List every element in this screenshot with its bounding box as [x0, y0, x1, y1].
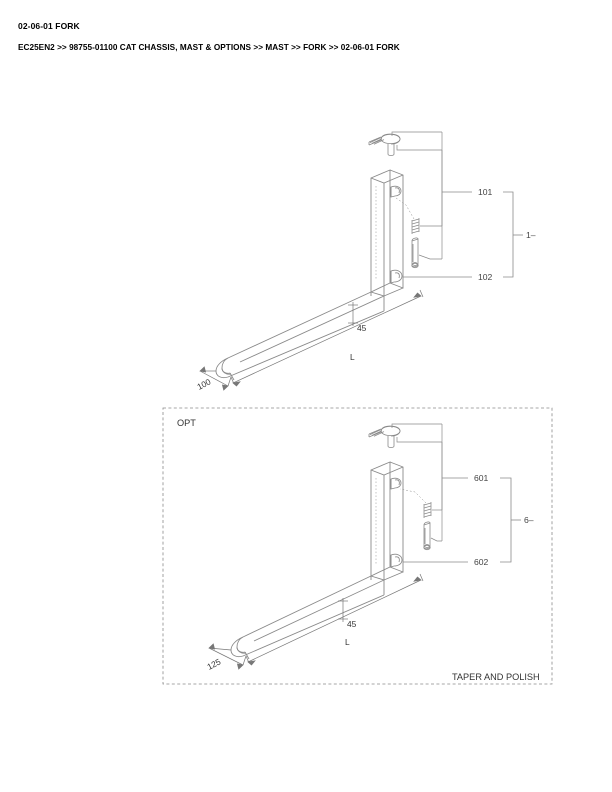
callout-label-102: 102	[478, 272, 493, 282]
spring-icon	[411, 218, 420, 234]
dimension-length-label: L	[350, 352, 355, 362]
callout-bus-opt	[403, 424, 468, 563]
leader-bolt-opt	[430, 537, 442, 542]
fork-blade-opt	[230, 575, 385, 660]
dimension-width-label: 100	[195, 376, 212, 391]
figure-standard-fork: 45 L 100	[195, 131, 536, 392]
dimension-width	[199, 366, 232, 391]
dimension-thickness	[348, 302, 358, 326]
spring-icon-opt	[423, 502, 432, 518]
leader-spring-to-shank	[395, 197, 415, 220]
group-label-6: 6–	[524, 515, 534, 525]
bolt-icon	[411, 237, 419, 269]
fork-blade	[215, 291, 385, 381]
callout-label-602: 602	[474, 557, 489, 567]
page-title: 02-06-01 FORK	[18, 21, 80, 31]
leader-bolt	[418, 254, 442, 260]
leader-pin	[391, 131, 442, 136]
group-bracket-opt	[500, 477, 521, 563]
upper-hook-bracket-opt	[390, 477, 402, 490]
locking-pin-icon	[368, 133, 401, 156]
bolt-icon-opt	[423, 521, 431, 551]
callout-bus	[403, 132, 472, 278]
callout-label-601: 601	[474, 473, 489, 483]
dimension-thickness-label-opt: 45	[347, 619, 357, 629]
fork-shank	[370, 169, 404, 297]
dimension-width-label-opt: 125	[205, 656, 222, 671]
optional-label: OPT	[177, 418, 196, 428]
group-bracket	[503, 191, 523, 278]
leader-pin-2-opt	[396, 437, 442, 443]
leader-pin-opt	[391, 423, 442, 428]
dimension-length	[230, 289, 424, 387]
figure-optional-fork: OPT	[162, 407, 553, 685]
callout-label-101: 101	[478, 187, 493, 197]
dimension-thickness-opt	[338, 598, 348, 622]
dimension-length-opt	[245, 573, 424, 666]
leader-pin-2	[396, 145, 442, 151]
leader-spring-to-shank-opt	[399, 488, 427, 504]
optional-group-box	[162, 407, 553, 685]
taper-note: TAPER AND POLISH	[452, 672, 540, 682]
breadcrumb: EC25EN2 >> 98755-01100 CAT CHASSIS, MAST…	[18, 43, 400, 52]
upper-hook-bracket	[390, 185, 402, 198]
dimension-length-label-opt: L	[345, 637, 350, 647]
locking-pin-icon-opt	[368, 425, 401, 448]
dimension-thickness-label: 45	[357, 323, 367, 333]
lower-hook-bracket	[390, 269, 403, 284]
lower-hook-bracket-opt	[390, 553, 403, 568]
fork-shank-opt	[370, 461, 404, 581]
group-label-1: 1–	[526, 230, 536, 240]
dimension-width-opt	[208, 643, 247, 670]
